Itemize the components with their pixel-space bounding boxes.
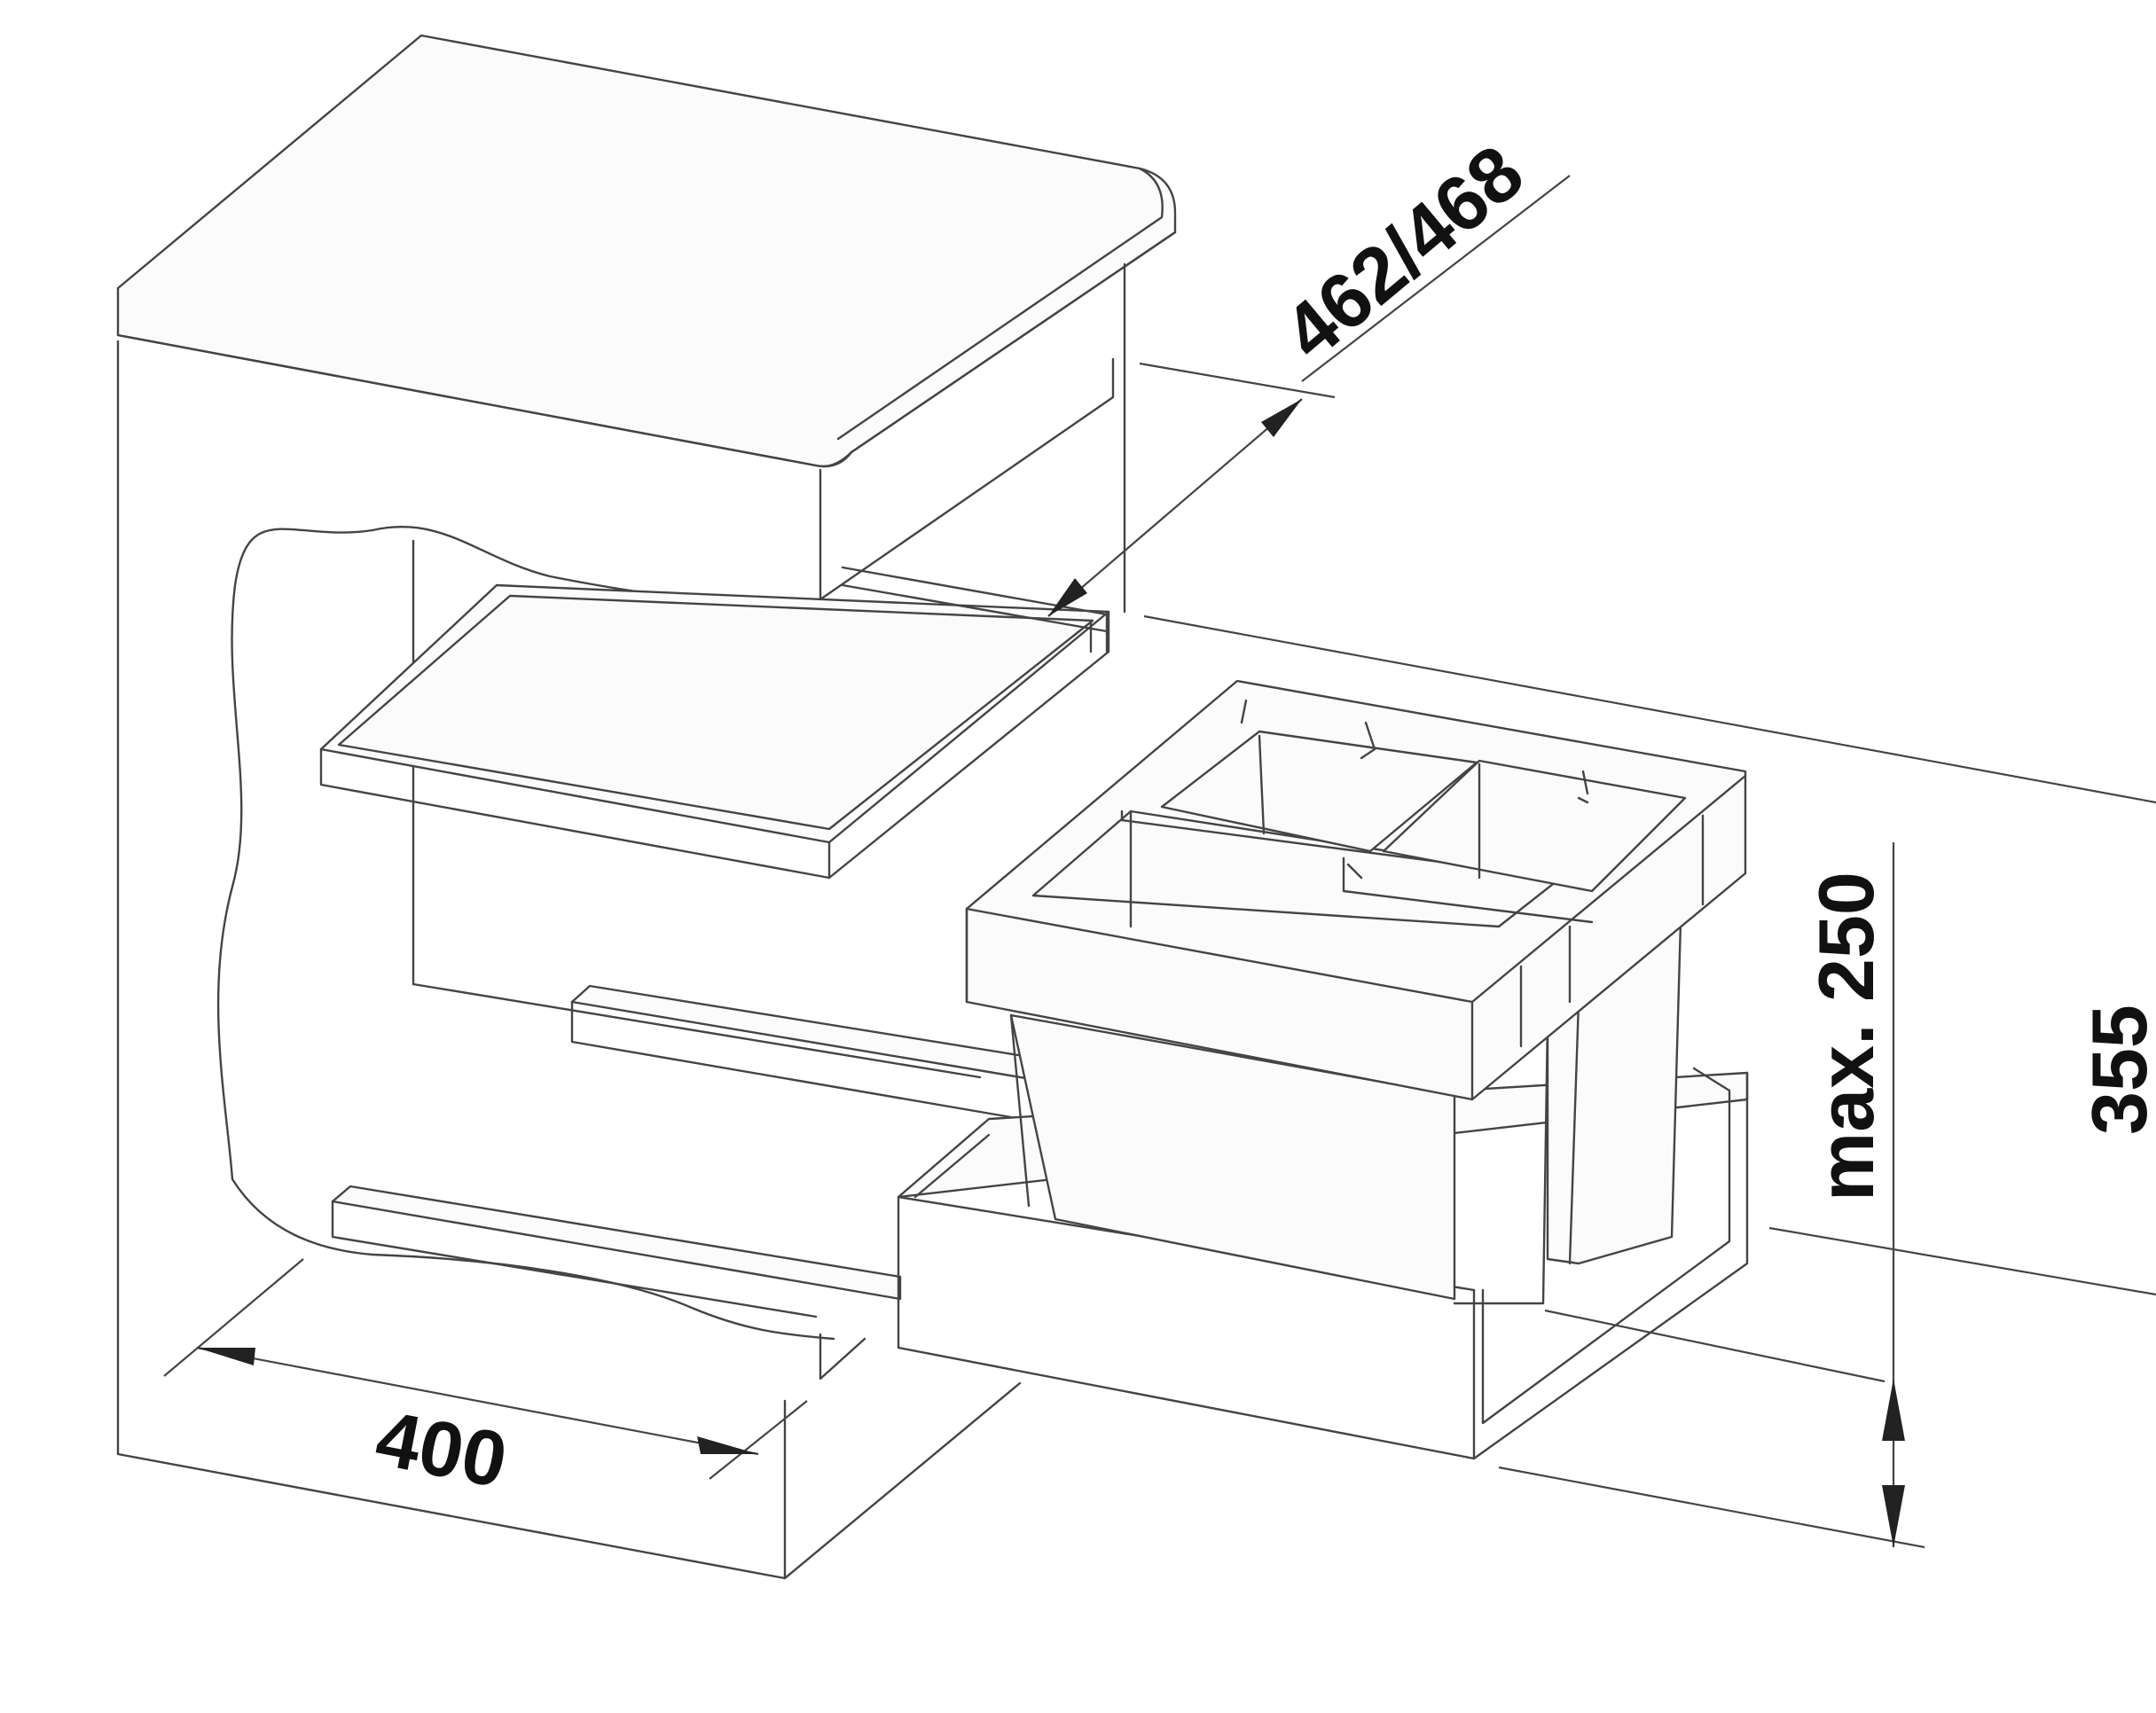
arrow-left [197,1348,255,1365]
waste-bins [965,679,1747,1305]
countertop [116,34,1177,468]
lower-rails [331,984,1075,1381]
depth-label: 462/468 [1267,128,1540,376]
arrow-depth-top [1261,399,1302,437]
max-height-label: max. 250 [1802,872,1890,1201]
arrow-right [697,1436,758,1454]
dimension-height: max. 250 355 [1143,614,2156,1549]
arrow-height-top [1882,1379,1905,1441]
arrow-height-bottom [1882,1485,1905,1547]
height-label: 355 [2075,1005,2156,1135]
cabinet-left-side [116,340,787,1580]
pull-out-shelf [319,566,1110,880]
width-label: 400 [369,1393,514,1504]
cutaway-outline [216,526,835,1341]
cabinet [116,34,1177,1580]
arrow-depth-bottom [1048,578,1087,616]
dimension-width: 400 [163,1258,808,1505]
